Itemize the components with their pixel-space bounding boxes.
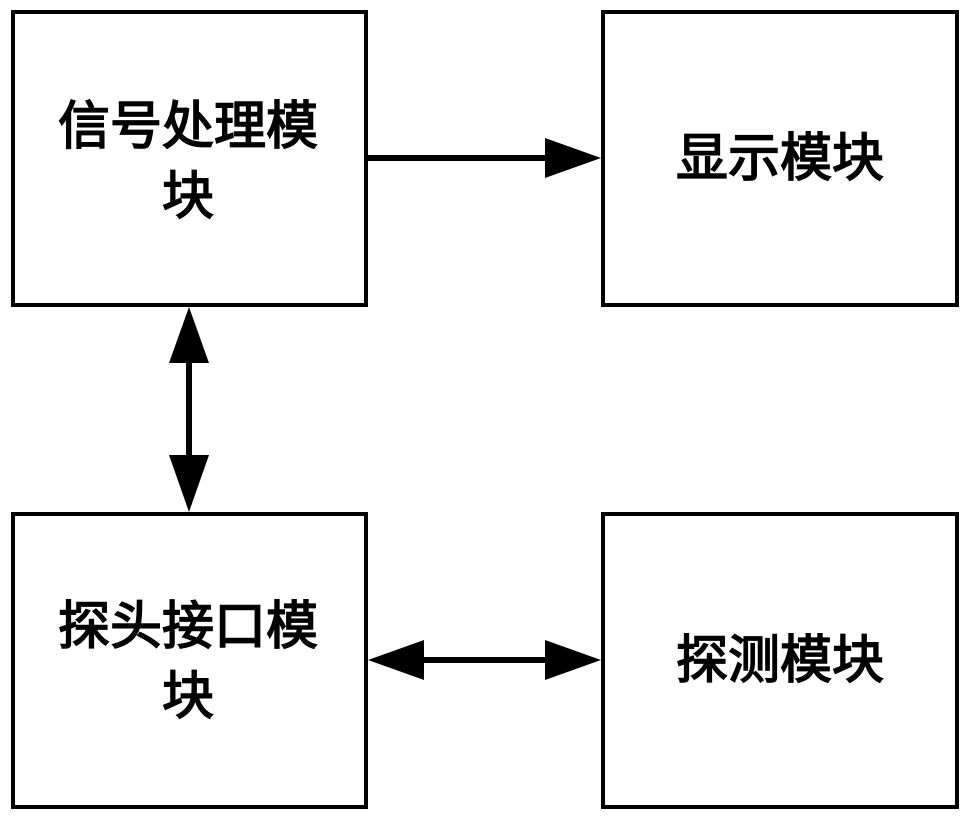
arrow-signal-probe-bidirectional: [169, 307, 209, 512]
arrow-signal-to-display: [368, 138, 601, 178]
arrow-probe-detection-bidirectional: [368, 640, 601, 680]
